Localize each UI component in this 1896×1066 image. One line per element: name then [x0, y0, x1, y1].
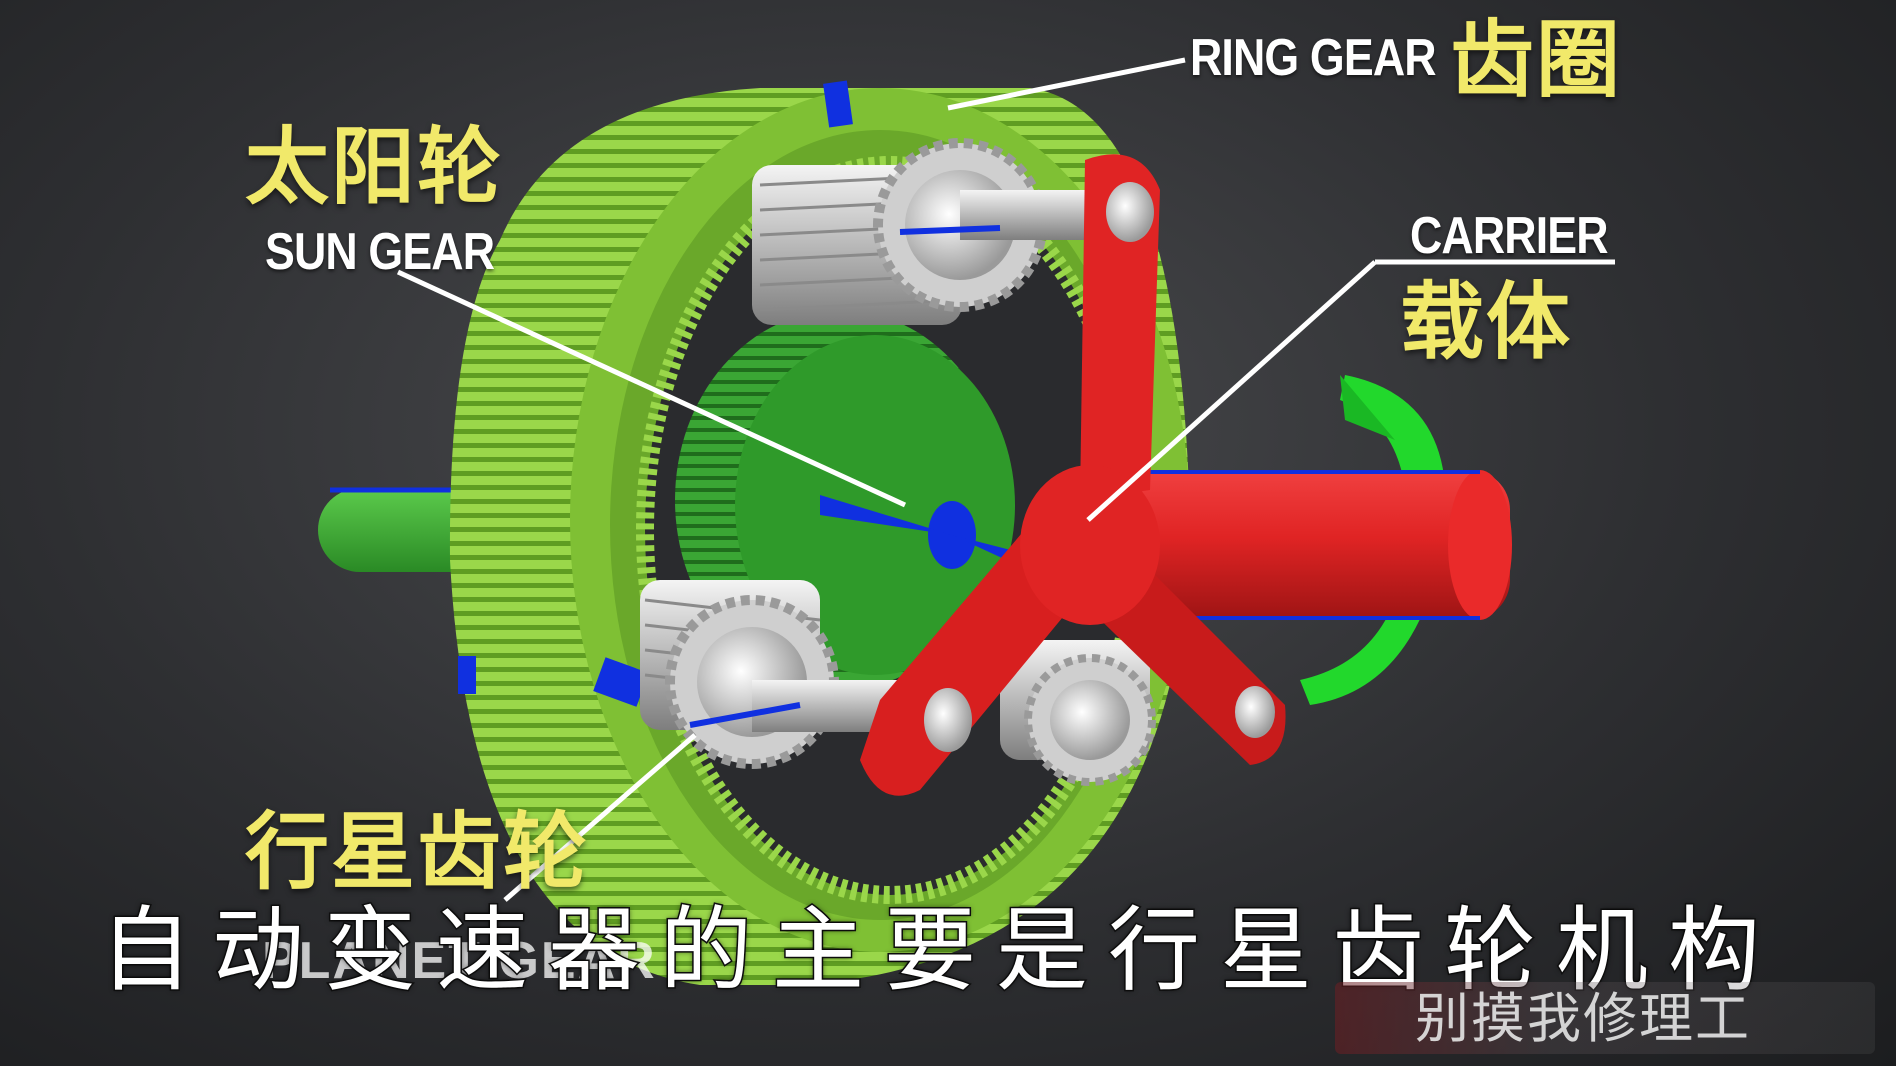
planet-gear-right — [1000, 640, 1156, 786]
rotation-arrow — [1300, 375, 1446, 705]
watermark-background — [1335, 982, 1875, 1054]
channel-watermark: 别摸我修理工 — [1415, 987, 1751, 1050]
sun-gear-leader — [396, 269, 907, 508]
sun-gear-label-cn: 太阳轮 — [245, 118, 504, 216]
carrier — [860, 154, 1512, 796]
ring-gear-label-en: RING GEAR — [1190, 29, 1437, 87]
carrier-label-cn: 载体 — [1400, 273, 1573, 371]
carrier-leader — [1086, 260, 1377, 522]
planet-gear-top — [752, 138, 1090, 325]
leader-lines — [396, 57, 1615, 902]
planet-gear-label-cn: 行星齿轮 — [245, 803, 590, 901]
sun-gear-label-en: SUN GEAR — [265, 223, 495, 281]
planet-gear-leader — [503, 733, 697, 902]
ring-gear-label-cn: 齿圈 — [1450, 11, 1623, 109]
ring-gear-leader — [947, 57, 1186, 111]
carrier-label-en: CARRIER — [1410, 207, 1609, 265]
planet-gear-label-en: PLANET GEAR — [262, 932, 657, 990]
